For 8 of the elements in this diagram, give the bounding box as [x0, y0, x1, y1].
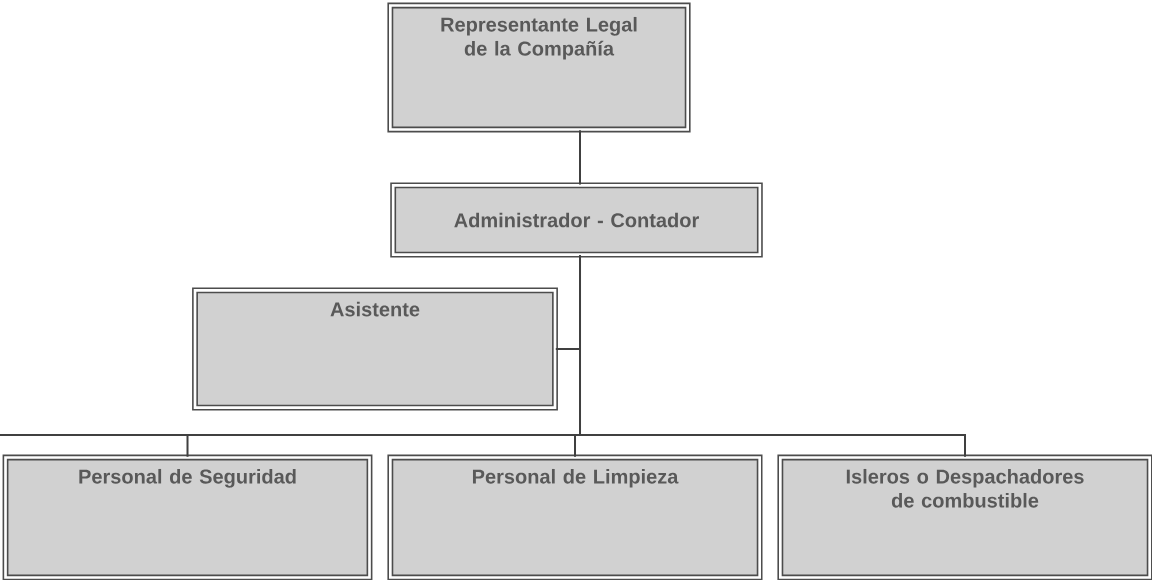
connector-line [579, 254, 966, 458]
org-box: Personal de Seguridad [2, 454, 373, 580]
org-box: Administrador - Contador [390, 182, 763, 258]
org-box: Isleros o Despachadores de combustible [777, 454, 1152, 580]
org-box: Personal de Limpieza [387, 454, 763, 580]
connector-line [579, 129, 581, 186]
org-box: Asistente [192, 287, 558, 411]
org-box: Representante Legal de la Compañía [387, 2, 691, 133]
